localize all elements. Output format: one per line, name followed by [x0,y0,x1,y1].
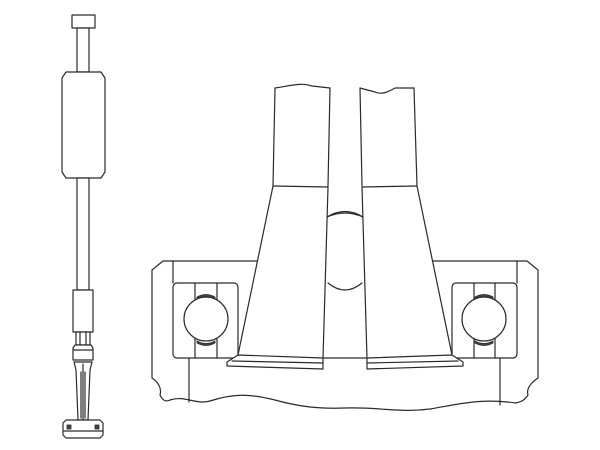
shaft [322,210,368,359]
puller-jaw-left [226,83,331,370]
upper-rod [76,27,90,73]
puller-jaw-right [359,87,464,370]
housing-break-line [169,394,517,411]
bearing-housing [151,260,539,411]
lower-rod [76,177,90,291]
nut [72,344,94,361]
slide-weight [61,71,106,179]
housing-right-outline [432,260,539,404]
ball-bearing-left [172,282,239,359]
housing-left-outline [151,260,258,402]
bolt-head [71,14,96,29]
slide-hammer-tool [61,14,106,439]
bearing-ball [183,296,229,342]
jaw-foot [62,419,104,439]
bearing-ball [461,296,507,342]
coupler [72,289,94,333]
neck [75,331,91,346]
ball-bearing-right [451,282,518,359]
